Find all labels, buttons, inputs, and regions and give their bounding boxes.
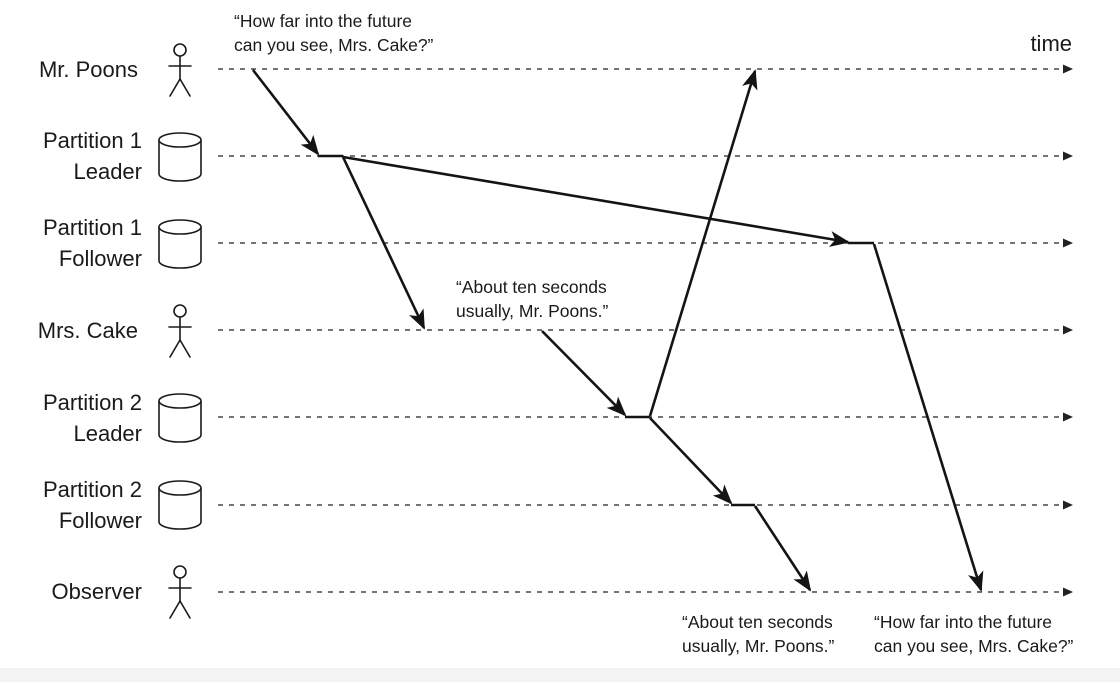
- quote-line: can you see, Mrs. Cake?”: [874, 636, 1074, 656]
- lane-label-mr-poons: Mr. Poons: [39, 57, 138, 82]
- database-icon: [158, 132, 202, 182]
- quote-line: “How far into the future: [874, 612, 1052, 632]
- time-axis-label: time: [1030, 31, 1072, 56]
- lane-label-p1-follower: Partition 1 Follower: [43, 215, 142, 271]
- lane-label-p2-leader: Partition 2 Leader: [43, 390, 142, 446]
- lane-label-line: Mrs. Cake: [38, 318, 138, 343]
- database-icon: [158, 480, 202, 530]
- person-icon: [168, 43, 192, 97]
- quote-observer-sees-question: “How far into the future can you see, Mr…: [874, 612, 1074, 656]
- quote-line: can you see, Mrs. Cake?”: [234, 35, 434, 55]
- message-arrow-poons-to-p1-leader: [251, 69, 320, 156]
- database-icon: [158, 393, 202, 443]
- message-arrow-cake-to-p2-leader: [541, 330, 627, 417]
- lane-label-p1-leader: Partition 1 Leader: [43, 128, 142, 184]
- lane-label-line: Partition 2: [43, 477, 142, 502]
- quote-line: usually, Mr. Poons.”: [682, 636, 835, 656]
- message-arrow-p1-follower-to-observer: [872, 243, 984, 592]
- lane-label-mrs-cake: Mrs. Cake: [38, 318, 138, 343]
- quote-cake-answer: “About ten seconds usually, Mr. Poons.”: [456, 277, 609, 321]
- quote-observer-sees-answer: “About ten seconds usually, Mr. Poons.”: [682, 612, 835, 656]
- bottom-margin-strip: [0, 668, 1120, 682]
- database-icon: [158, 219, 202, 269]
- quote-line: usually, Mr. Poons.”: [456, 301, 609, 321]
- lane-label-p2-follower: Partition 2 Follower: [43, 477, 142, 533]
- lane-label-line: Partition 2: [43, 390, 142, 415]
- lane-label-line: Partition 1: [43, 128, 142, 153]
- lane-label-line: Mr. Poons: [39, 57, 138, 82]
- lane-label-line: Follower: [59, 508, 142, 533]
- quote-line: “About ten seconds: [456, 277, 607, 297]
- message-arrow-p1-leader-to-mrs-cake: [341, 156, 426, 330]
- quote-line: “How far into the future: [234, 11, 412, 31]
- person-icon: [168, 565, 192, 619]
- message-arrow-p2-leader-to-p2-follower: [649, 417, 733, 505]
- lane-label-line: Partition 1: [43, 215, 142, 240]
- message-arrow-p1-leader-to-p1-follower: [342, 155, 850, 247]
- lane-label-line: Observer: [52, 579, 142, 604]
- quote-poons-question: “How far into the future can you see, Mr…: [234, 11, 434, 55]
- quote-line: “About ten seconds: [682, 612, 833, 632]
- lane-label-line: Follower: [59, 246, 142, 271]
- lane-label-observer: Observer: [52, 579, 142, 604]
- person-icon: [168, 304, 192, 358]
- lane-label-line: Leader: [73, 159, 142, 184]
- lane-label-line: Leader: [73, 421, 142, 446]
- message-arrow-p2-follower-to-observer: [753, 505, 812, 592]
- message-arrow-p2-leader-to-mr-poons: [648, 69, 758, 417]
